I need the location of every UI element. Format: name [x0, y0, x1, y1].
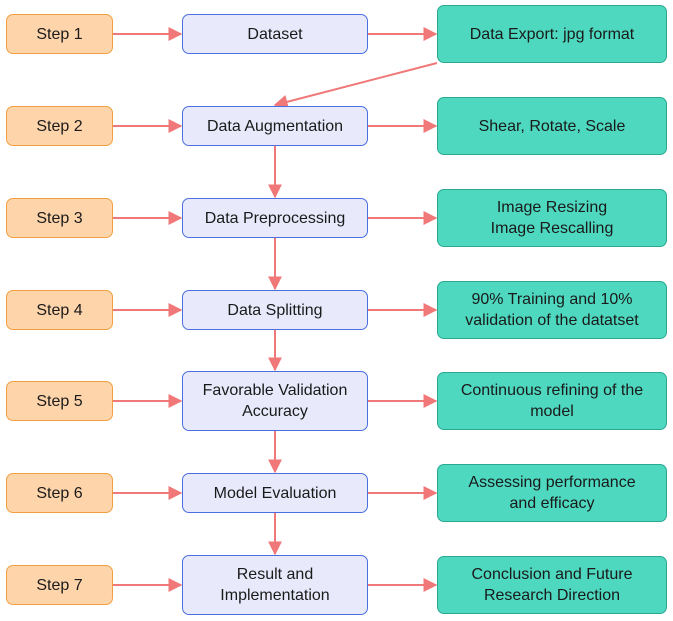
- step-label-1-text: Step 1: [36, 24, 82, 45]
- process-box-2-text: Data Augmentation: [207, 116, 343, 137]
- process-box-1: Dataset: [182, 14, 368, 54]
- step-label-5-line: Step 5: [36, 392, 83, 410]
- output-box-7-line: Research Direction: [483, 587, 621, 604]
- output-box-3-line: Image Rescalling: [490, 220, 614, 237]
- step-label-4-line: Step 4: [36, 301, 83, 319]
- process-box-3: Data Preprocessing: [182, 198, 368, 238]
- output-box-4-line: validation of the datatset: [465, 312, 639, 329]
- step-label-3-line: Step 3: [36, 209, 83, 227]
- step-label-4-text: Step 4: [36, 300, 82, 321]
- process-box-7-line: Implementation: [220, 587, 330, 604]
- process-box-6-text: Model Evaluation: [214, 483, 337, 504]
- process-box-2: Data Augmentation: [182, 106, 368, 146]
- step-label-2-text: Step 2: [36, 116, 82, 137]
- output-box-5-line: Continuous refining of the: [460, 382, 644, 399]
- output-box-6-line: Assessing performance: [468, 474, 636, 491]
- output-box-5-line: model: [530, 403, 574, 420]
- output-box-6-line: and efficacy: [509, 495, 595, 512]
- process-box-5-line: Accuracy: [242, 403, 308, 420]
- process-box-7-line: Result and: [236, 566, 314, 583]
- output-box-4: 90% Training and 10% validation of the da…: [437, 281, 667, 339]
- output-box-4-text: 90% Training and 10% validation of the da…: [465, 289, 638, 331]
- step-label-6: Step 6: [6, 473, 113, 513]
- step-label-6-text: Step 6: [36, 483, 82, 504]
- step-label-2-line: Step 2: [36, 117, 83, 135]
- step-label-5: Step 5: [6, 381, 113, 421]
- output-box-5: Continuous refining of the model: [437, 372, 667, 430]
- output-box-4-line: 90% Training and 10%: [471, 291, 633, 308]
- step-label-4: Step 4: [6, 290, 113, 330]
- process-box-4-line: Data Splitting: [227, 301, 323, 319]
- process-box-4: Data Splitting: [182, 290, 368, 330]
- process-box-6: Model Evaluation: [182, 473, 368, 513]
- output-box-7-line: Conclusion and Future: [471, 566, 633, 583]
- output-box-5-text: Continuous refining of the model: [461, 380, 643, 422]
- step-label-1-line: Step 1: [36, 25, 83, 43]
- step-label-3: Step 3: [6, 198, 113, 238]
- step-label-3-text: Step 3: [36, 208, 82, 229]
- step-label-7-text: Step 7: [36, 575, 82, 596]
- process-box-4-text: Data Splitting: [227, 300, 322, 321]
- arrow-output1-to-process2: [273, 62, 438, 109]
- output-box-6: Assessing performance and efficacy: [437, 464, 667, 522]
- output-box-1: Data Export: jpg format: [437, 5, 667, 63]
- step-label-7: Step 7: [6, 565, 113, 605]
- step-label-7-line: Step 7: [36, 576, 83, 594]
- process-box-3-text: Data Preprocessing: [205, 208, 346, 229]
- process-box-1-line: Dataset: [247, 25, 303, 43]
- output-box-2: Shear, Rotate, Scale: [437, 97, 667, 155]
- output-box-1-text: Data Export: jpg format: [470, 24, 635, 45]
- process-box-3-line: Data Preprocessing: [204, 209, 346, 227]
- step-label-2: Step 2: [6, 106, 113, 146]
- step-label-5-text: Step 5: [36, 391, 82, 412]
- process-box-2-line: Data Augmentation: [206, 117, 344, 135]
- output-box-1-line: Data Export: jpg format: [469, 25, 635, 43]
- process-box-6-line: Model Evaluation: [213, 484, 337, 502]
- output-box-2-text: Shear, Rotate, Scale: [479, 116, 626, 137]
- output-box-3-line: Image Resizing: [496, 199, 608, 216]
- step-label-6-line: Step 6: [36, 484, 83, 502]
- process-box-1-text: Dataset: [247, 24, 302, 45]
- output-box-6-text: Assessing performance and efficacy: [468, 472, 635, 514]
- process-box-5-line: Favorable Validation: [202, 382, 348, 399]
- step-label-1: Step 1: [6, 14, 113, 54]
- output-box-2-line: Shear, Rotate, Scale: [478, 117, 626, 135]
